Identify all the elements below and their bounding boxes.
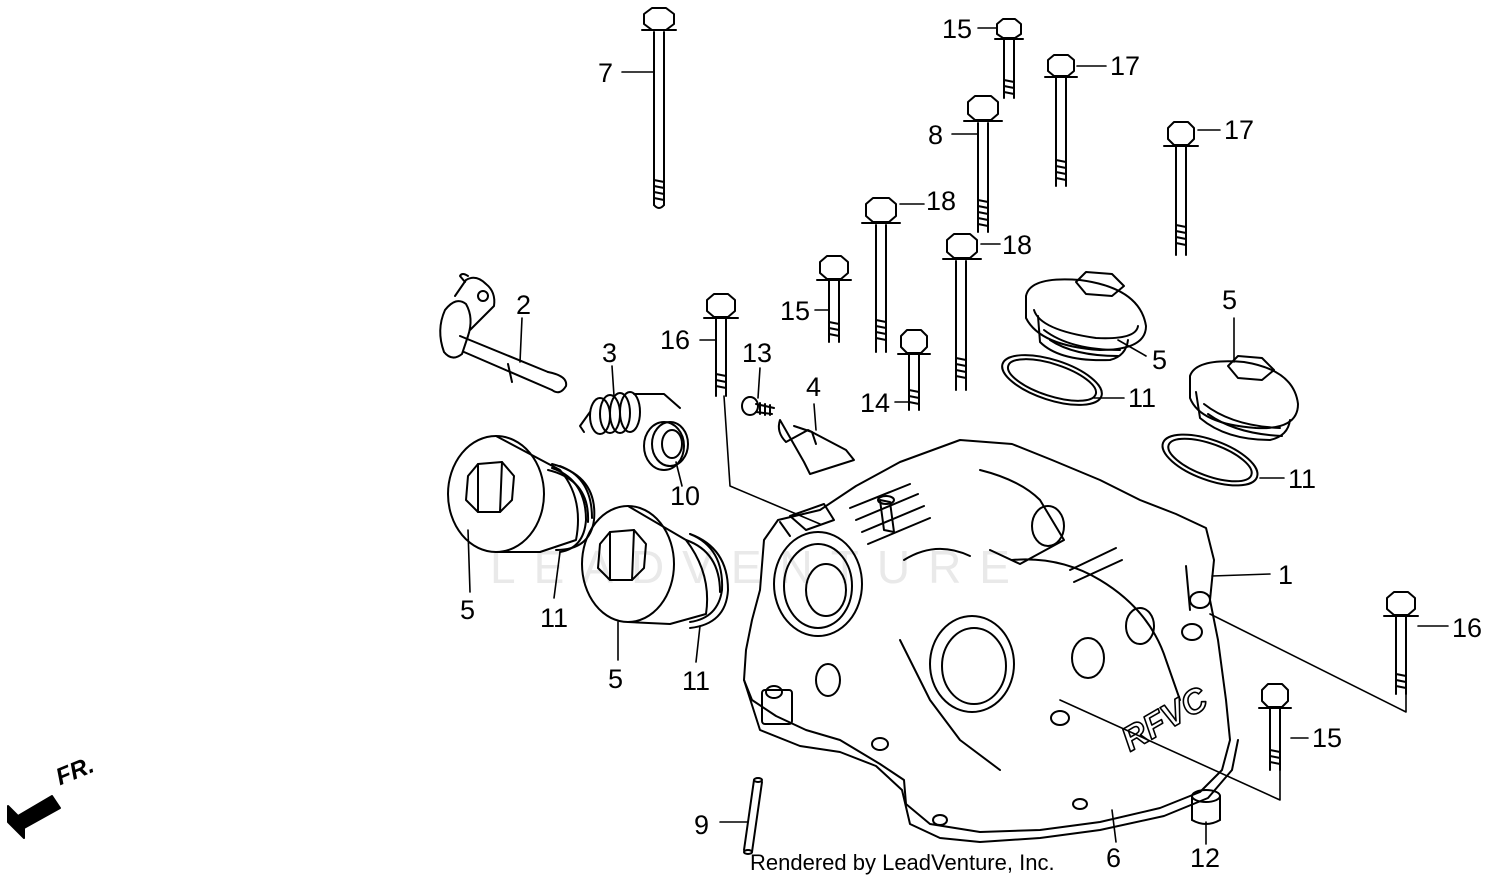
callout-5-left: 5 xyxy=(460,595,476,625)
bolt-15-lower xyxy=(1259,684,1291,770)
oring-11-top-right xyxy=(996,345,1107,415)
plate-4 xyxy=(779,420,854,474)
cylinder-head-cover xyxy=(744,440,1238,842)
pin-9 xyxy=(744,778,762,854)
callout-3: 3 xyxy=(602,338,618,368)
callout-10: 10 xyxy=(670,481,701,511)
oring-11-right xyxy=(1156,424,1264,496)
cap-5-right xyxy=(1190,356,1298,440)
callout-17-top: 17 xyxy=(1110,51,1141,81)
leader-lines xyxy=(468,28,1448,844)
bolt-14 xyxy=(898,330,930,410)
bolt-15-middle xyxy=(817,256,851,342)
bolt-18-a xyxy=(862,198,900,352)
bolt-18-b xyxy=(943,234,981,390)
bolt-16-a xyxy=(704,294,738,396)
bolt-8 xyxy=(964,96,1002,232)
callout-18-upper: 18 xyxy=(926,186,957,216)
callout-8: 8 xyxy=(928,120,944,150)
bolt-17-b xyxy=(1164,122,1198,255)
callout-12: 12 xyxy=(1190,843,1221,873)
bolt-7 xyxy=(642,8,676,208)
callout-6: 6 xyxy=(1106,843,1122,873)
callout-11-right: 11 xyxy=(1288,464,1317,494)
callout-11-upper: 11 xyxy=(1128,383,1157,413)
cap-5-top-right xyxy=(1026,272,1146,360)
front-arrow xyxy=(8,796,60,838)
screw-13 xyxy=(742,397,774,415)
callout-17-right: 17 xyxy=(1224,115,1255,145)
callout-15-top: 15 xyxy=(942,14,973,44)
bolt-15-top xyxy=(995,19,1023,98)
callout-14: 14 xyxy=(860,388,891,418)
spring-3 xyxy=(580,392,680,434)
bolt-17-a xyxy=(1045,55,1077,186)
callout-5-center: 5 xyxy=(608,664,624,694)
cap-5-left xyxy=(448,436,592,552)
oring-11-center xyxy=(686,534,728,628)
callout-16-left: 16 xyxy=(660,325,691,355)
callout-15-middle: 15 xyxy=(780,296,811,326)
render-credit: Rendered by LeadVenture, Inc. xyxy=(750,850,1055,875)
callout-13: 13 xyxy=(742,338,773,368)
bolt-16-b xyxy=(1384,592,1418,694)
callout-16-right: 16 xyxy=(1452,613,1483,643)
cap-5-center xyxy=(582,506,722,624)
callout-9: 9 xyxy=(694,810,710,840)
dowel-12 xyxy=(1192,790,1220,824)
callout-11-left: 11 xyxy=(540,603,569,633)
callout-2: 2 xyxy=(516,290,532,320)
callout-5-upper: 5 xyxy=(1152,345,1168,375)
callout-1: 1 xyxy=(1278,560,1294,590)
shaft-2 xyxy=(440,274,566,392)
watermark: LEADVENTURE xyxy=(490,541,1028,593)
callout-15-lower: 15 xyxy=(1312,723,1343,753)
callout-4: 4 xyxy=(806,372,822,402)
seal-10 xyxy=(644,422,688,470)
callout-11-center: 11 xyxy=(682,666,711,696)
oring-11-left xyxy=(548,464,594,550)
callout-7: 7 xyxy=(598,58,614,88)
callout-5-top-right: 5 xyxy=(1222,285,1238,315)
callout-18-lower: 18 xyxy=(1002,230,1033,260)
